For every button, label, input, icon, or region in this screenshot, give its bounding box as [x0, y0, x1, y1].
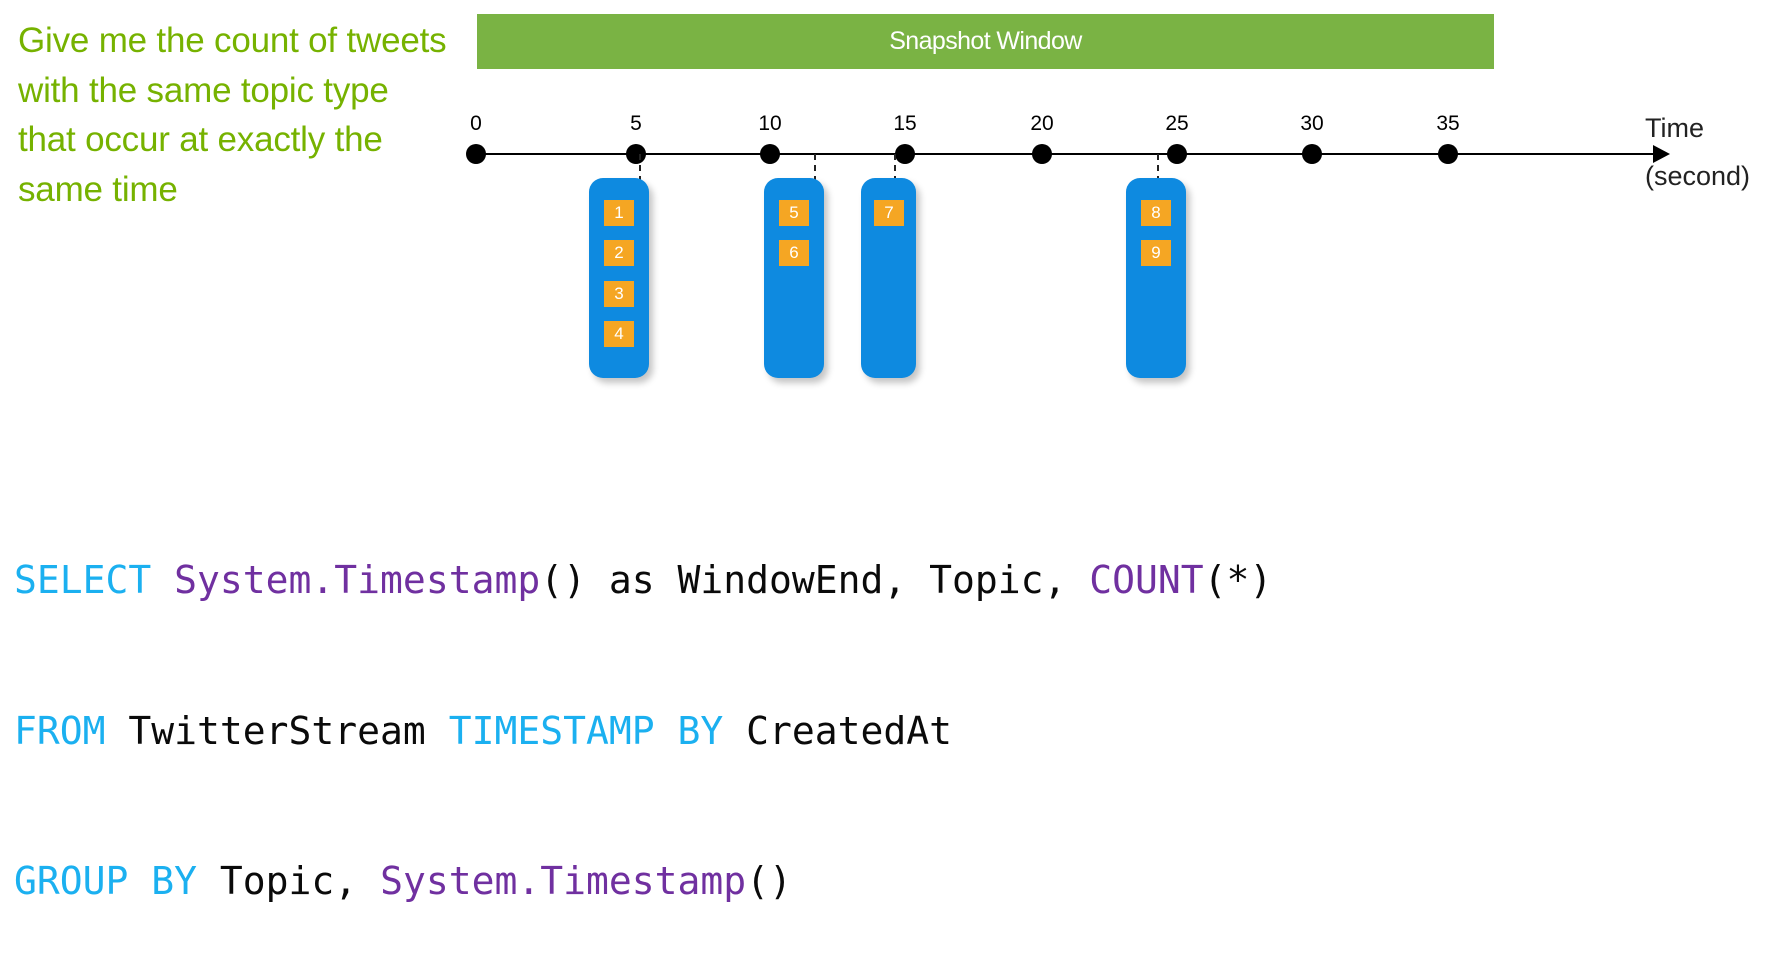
tick-dot-5 — [626, 144, 646, 164]
event-tile-7[interactable]: 7 — [874, 200, 904, 226]
tick-dot-10 — [760, 144, 780, 164]
sql-token-1-2: () as WindowEnd, Topic, — [540, 558, 1090, 603]
sql-line-2: FROM TwitterStream TIMESTAMP BY CreatedA… — [14, 706, 1272, 756]
tick-label-10: 10 — [758, 112, 782, 135]
timeline-axis-line — [476, 153, 1656, 155]
sql-token-2-3: CreatedAt — [746, 708, 953, 753]
event-tile-1[interactable]: 1 — [604, 200, 634, 226]
timeline-arrow-icon — [1653, 145, 1670, 163]
timeline: 0 5 10 15 20 25 30 35 Time (second) — [440, 100, 1785, 210]
tick-label-30: 30 — [1300, 112, 1324, 135]
sql-token-1-1: System.Timestamp — [174, 558, 541, 603]
tick-label-0: 0 — [470, 112, 482, 135]
tick-dot-25 — [1167, 144, 1187, 164]
sql-line-1: SELECT System.Timestamp() as WindowEnd, … — [14, 555, 1272, 605]
event-tile-2[interactable]: 2 — [604, 240, 634, 266]
time-axis-unit: (second) — [1645, 161, 1751, 192]
sql-token-3-2: System.Timestamp — [380, 859, 747, 904]
connector-group-2 — [814, 154, 816, 182]
event-tile-4[interactable]: 4 — [604, 321, 634, 347]
sql-token-3-0: GROUP BY — [14, 859, 220, 904]
connector-group-1 — [639, 154, 641, 182]
tick-dot-30 — [1302, 144, 1322, 164]
sql-line-3: GROUP BY Topic, System.Timestamp() — [14, 856, 1272, 906]
event-tile-6[interactable]: 6 — [779, 240, 809, 266]
event-box-group-3[interactable]: 7 — [861, 178, 916, 378]
connector-group-3 — [894, 154, 896, 182]
tick-dot-15 — [895, 144, 915, 164]
tick-dot-0 — [466, 144, 486, 164]
connector-group-4 — [1157, 154, 1159, 182]
tick-label-25: 25 — [1165, 112, 1189, 135]
sql-token-3-3: () — [746, 859, 792, 904]
tick-label-15: 15 — [893, 112, 917, 135]
tick-label-5: 5 — [630, 112, 642, 135]
tick-label-35: 35 — [1436, 112, 1460, 135]
sql-token-1-4: (*) — [1203, 558, 1273, 603]
time-axis-label: Time (second) — [1645, 114, 1750, 191]
sql-token-2-1: TwitterStream — [128, 708, 449, 753]
sql-token-2-2: TIMESTAMP BY — [448, 708, 747, 753]
snapshot-window-bar: Snapshot Window — [477, 14, 1494, 69]
tick-dot-20 — [1032, 144, 1052, 164]
sql-token-1-3: COUNT — [1089, 558, 1204, 603]
event-tile-3[interactable]: 3 — [604, 281, 634, 307]
tick-label-20: 20 — [1030, 112, 1054, 135]
event-tile-8[interactable]: 8 — [1141, 200, 1171, 226]
sql-token-3-1: Topic, — [219, 859, 381, 904]
event-tile-5[interactable]: 5 — [779, 200, 809, 226]
event-box-group-1[interactable]: 1 2 3 4 — [589, 178, 649, 378]
sql-query-block: SELECT System.Timestamp() as WindowEnd, … — [14, 455, 1272, 957]
event-tile-9[interactable]: 9 — [1141, 240, 1171, 266]
prompt-text: Give me the count of tweets with the sam… — [18, 21, 447, 210]
time-axis-name: Time — [1645, 113, 1704, 143]
sql-token-2-0: FROM — [14, 708, 129, 753]
sql-token-1-0: SELECT — [14, 558, 175, 603]
snapshot-window-label: Snapshot Window — [889, 27, 1082, 55]
tick-dot-35 — [1438, 144, 1458, 164]
